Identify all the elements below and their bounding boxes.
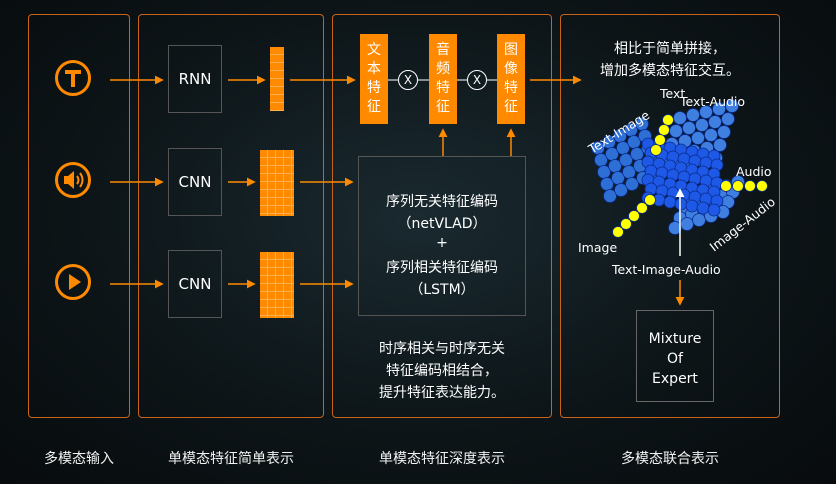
- cube-dot: [658, 124, 670, 136]
- panel-joint: [560, 14, 780, 418]
- encoding-box: 序列无关特征编码 （netVLAD） + 序列相关特征编码 （LSTM）: [358, 156, 526, 316]
- cube-dot: [669, 124, 683, 138]
- cube-dot: [620, 218, 632, 230]
- label-image: Image: [578, 240, 617, 255]
- audio-feature-box: 音频特征: [429, 34, 457, 124]
- deep-note-2: 特征编码相结合，: [386, 363, 498, 379]
- cube-dot: [636, 202, 648, 214]
- flow-arrows: [110, 75, 685, 306]
- cube-dot: [686, 108, 700, 122]
- encoding-plus: +: [436, 235, 448, 251]
- cube-dot: [708, 115, 722, 129]
- text-feature-bar: [270, 47, 284, 111]
- cube-dot: [691, 131, 705, 145]
- cnn-image-box: CNN: [168, 250, 222, 318]
- cube-dot: [612, 226, 624, 238]
- cube-dot: [614, 183, 628, 197]
- cube-dot: [650, 144, 662, 156]
- cube-dot: [654, 134, 666, 146]
- cube-dot: [707, 203, 721, 217]
- joint-note-1: 相比于简单拼接，: [614, 41, 726, 57]
- label-audio: Audio: [736, 164, 772, 179]
- cube-dot: [682, 121, 696, 135]
- cube-dot: [713, 138, 727, 152]
- label-text-audio: Text-Audio: [679, 94, 745, 109]
- cube-dot: [732, 180, 744, 192]
- cube-dot: [662, 114, 674, 126]
- cube-dot: [699, 105, 713, 119]
- joint-note-2: 增加多模态特征交互。: [600, 63, 740, 79]
- encoding-line-3: 序列相关特征编码: [386, 260, 498, 276]
- panel-deep: [332, 14, 552, 418]
- cube-dot: [704, 128, 718, 142]
- cube-dot: [680, 217, 694, 231]
- cube-dot: [696, 201, 710, 215]
- cube-dot: [720, 180, 732, 192]
- cube-dot: [756, 180, 768, 192]
- image-feature-grid: [260, 252, 294, 318]
- moe-line-2: Of: [667, 351, 683, 367]
- caption-input: 多模态输入: [44, 451, 114, 467]
- cube-dot: [695, 118, 709, 132]
- cube-dot: [744, 180, 756, 192]
- cube-dot: [717, 125, 731, 139]
- cube-dot: [625, 177, 639, 191]
- moe-line-1: Mixture: [648, 331, 702, 347]
- cube-dot: [712, 102, 726, 116]
- multiply-icon-2: X: [467, 70, 487, 90]
- caption-joint: 多模态联合表示: [621, 451, 719, 467]
- audio-feature-grid: [260, 150, 294, 216]
- cube-dot: [628, 210, 640, 222]
- multiply-icon-1: X: [398, 70, 418, 90]
- cube-dot: [644, 194, 656, 206]
- cube-dot: [725, 99, 739, 113]
- cube-dots: [591, 99, 768, 238]
- cube-dot: [673, 111, 687, 125]
- cube-dot: [685, 199, 699, 213]
- moe-line-3: Expert: [652, 371, 698, 387]
- audio-icon: [55, 162, 91, 198]
- rnn-box: RNN: [168, 45, 222, 113]
- caption-simple: 单模态特征简单表示: [168, 451, 294, 467]
- panel-input: [28, 14, 130, 418]
- text-feature-box: 文本特征: [360, 34, 388, 124]
- encoding-line-2: （netVLAD）: [397, 216, 487, 232]
- panel-simple: [138, 14, 324, 418]
- label-text: Text: [659, 86, 685, 101]
- image-feature-box: 图像特征: [497, 34, 525, 124]
- cube-dot: [692, 213, 706, 227]
- deep-note-3: 提升特征表达能力。: [379, 385, 505, 401]
- deep-note-1: 时序相关与时序无关: [379, 341, 505, 357]
- cube-dot: [603, 189, 617, 203]
- video-icon: [55, 264, 91, 300]
- caption-deep: 单模态特征深度表示: [379, 451, 505, 467]
- text-icon: [55, 60, 91, 96]
- encoding-line-4: （LSTM）: [409, 282, 475, 298]
- encoding-line-1: 序列无关特征编码: [386, 194, 498, 210]
- label-text-image-audio: Text-Image-Audio: [611, 262, 721, 277]
- cube-dot: [674, 197, 688, 211]
- cube-dot: [663, 195, 677, 209]
- cnn-audio-box: CNN: [168, 148, 222, 216]
- moe-box: Mixture Of Expert: [636, 310, 714, 402]
- cube-dot: [721, 112, 735, 126]
